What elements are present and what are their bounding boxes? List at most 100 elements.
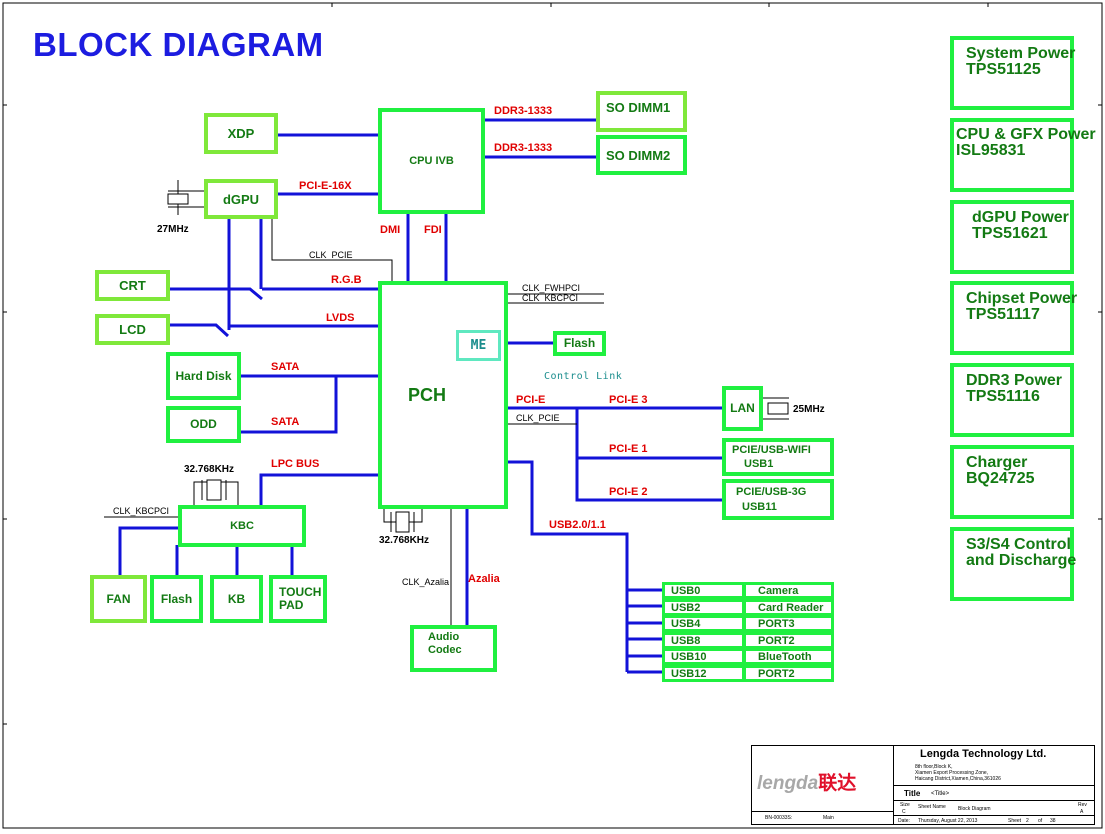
power-block-title: Charger xyxy=(966,454,1028,471)
touch-pad-block: TOUCH PAD xyxy=(269,575,327,623)
cpu-block: CPU IVB xyxy=(378,108,485,214)
lan-block: LAN xyxy=(722,386,763,431)
pcie1-label: PCI-E 1 xyxy=(609,443,648,455)
pcie-label: PCI-E xyxy=(516,394,546,406)
so-dimm2-block: SO DIMM2 xyxy=(596,135,687,175)
xtal-kbc-shape xyxy=(206,479,222,501)
ddr2-label: DDR3-1333 xyxy=(494,142,553,154)
sheet-number: 2 xyxy=(1026,818,1029,824)
xtal-lan-label: 25MHz xyxy=(793,404,825,415)
power-block-part: TPS51125 xyxy=(966,61,1041,78)
crt-wire-a xyxy=(170,287,263,301)
fan-block: FAN xyxy=(90,575,147,623)
sheet-name-label: Sheet Name xyxy=(918,804,946,810)
kbc-fan-wire xyxy=(118,526,180,578)
power-block-part: ISL95831 xyxy=(956,142,1026,159)
clock-lines xyxy=(104,180,789,628)
company-name: Lengda Technology Ltd. xyxy=(920,748,1047,760)
pcie-trunk xyxy=(575,408,724,502)
usb-device-cell: Camera xyxy=(743,582,834,599)
usb-device-cell: PORT2 xyxy=(743,664,834,682)
hard-disk-block: Hard Disk xyxy=(166,352,241,400)
xtal-lan-shape xyxy=(767,402,789,415)
clk-azalia-label: CLK_Azalia xyxy=(402,577,450,587)
xdp-block: XDP xyxy=(204,113,278,154)
sheet-name-value: Block Diagram xyxy=(958,806,991,812)
usb-port-cell: USB0 xyxy=(662,582,745,599)
date-value: Thursday, August 22, 2013 xyxy=(918,818,978,824)
xtal-gpu-shape xyxy=(167,193,189,205)
xtal-pch-label: 32.768KHz xyxy=(379,535,430,546)
date-label: Date: xyxy=(898,818,910,824)
crt-block: CRT xyxy=(95,270,170,301)
usb-device-cell: BlueTooth xyxy=(743,648,834,665)
clk-fwhpci-label: CLK_FWHPCI xyxy=(522,283,581,293)
usb2-label: USB2.0/1.1 xyxy=(549,519,606,531)
power-block-part: TPS51116 xyxy=(966,388,1040,405)
g3-label: PCIE/USB-3G xyxy=(736,485,807,498)
power-block-title: Chipset Power xyxy=(966,290,1078,307)
odd-block: ODD xyxy=(166,406,241,443)
clk-kbcpci-pch-label: CLK_KBCPCI xyxy=(522,293,579,303)
sheet-of-label: of xyxy=(1038,818,1043,824)
lpc-bus xyxy=(259,473,380,506)
title-label: Title xyxy=(904,789,921,798)
azalia-label: Azalia xyxy=(468,573,500,585)
g3-sublabel: USB11 xyxy=(742,500,777,513)
xtal-kbc-label: 32.768KHz xyxy=(184,464,235,475)
address-line-1: 8th floor,Block K, xyxy=(915,764,953,770)
power-block-title: System Power xyxy=(966,45,1076,62)
doc-number-label: BN-00033S: xyxy=(765,815,793,821)
rev-value: A xyxy=(1080,809,1084,815)
xtal-pch-shape xyxy=(395,511,410,533)
usb-device-cell: PORT3 xyxy=(743,615,834,632)
clk-pcie-gpu-label: CLK_PCIE xyxy=(309,250,353,260)
power-block-title: dGPU Power xyxy=(972,209,1069,226)
xtal-gpu-label: 27MHz xyxy=(157,224,189,235)
clk-pcie-gpu-line xyxy=(271,190,393,283)
audio-codec-block: Audio Codec xyxy=(410,625,497,672)
pcie3-label: PCI-E 3 xyxy=(609,394,648,406)
wifi-sublabel: USB1 xyxy=(744,458,774,470)
power-block-title: CPU & GFX Power xyxy=(956,126,1096,143)
power-block-title: DDR3 Power xyxy=(966,372,1063,389)
pcie2-label: PCI-E 2 xyxy=(609,486,648,498)
me-block: ME xyxy=(456,330,501,361)
clk-pcie-lan-label: CLK_PCIE xyxy=(516,413,560,423)
dgpu-block: dGPU xyxy=(204,179,278,219)
sheet-number-label: Sheet xyxy=(1008,818,1022,824)
power-block-title: S3/S4 Control xyxy=(966,536,1071,553)
frame-ticks xyxy=(3,3,1102,725)
rev-label: Rev xyxy=(1078,802,1087,808)
usb-device-cell: PORT2 xyxy=(743,631,834,649)
address-line-3: Haicang District,Xiamen,China,361026 xyxy=(915,776,1001,782)
lvds-label: LVDS xyxy=(326,312,355,324)
title-value: <Title> xyxy=(931,791,950,797)
page-title: BLOCK DIAGRAM xyxy=(33,26,324,63)
sheet-total: 38 xyxy=(1050,818,1056,824)
ddr1-label: DDR3-1333 xyxy=(494,105,553,117)
kb-block: KB xyxy=(210,575,263,623)
power-block-part: and Discharge xyxy=(966,552,1077,569)
pch-block: PCH xyxy=(378,281,508,509)
power-block-part: TPS51621 xyxy=(972,225,1048,242)
usb-port-cell: USB4 xyxy=(662,615,745,632)
size-value: C xyxy=(902,809,906,815)
usb-device-cell: Card Reader xyxy=(743,598,834,616)
so-dimm1-block: SO DIMM1 xyxy=(596,91,687,132)
sata-hdd-label: SATA xyxy=(271,361,300,373)
signal-buses xyxy=(118,118,724,674)
flash-kbc-block: Flash xyxy=(150,575,203,623)
clk-kbcpci-kbc-label: CLK_KBCPCI xyxy=(113,506,170,516)
size-label: Size xyxy=(900,802,910,808)
sata-odd-bus xyxy=(240,376,338,434)
